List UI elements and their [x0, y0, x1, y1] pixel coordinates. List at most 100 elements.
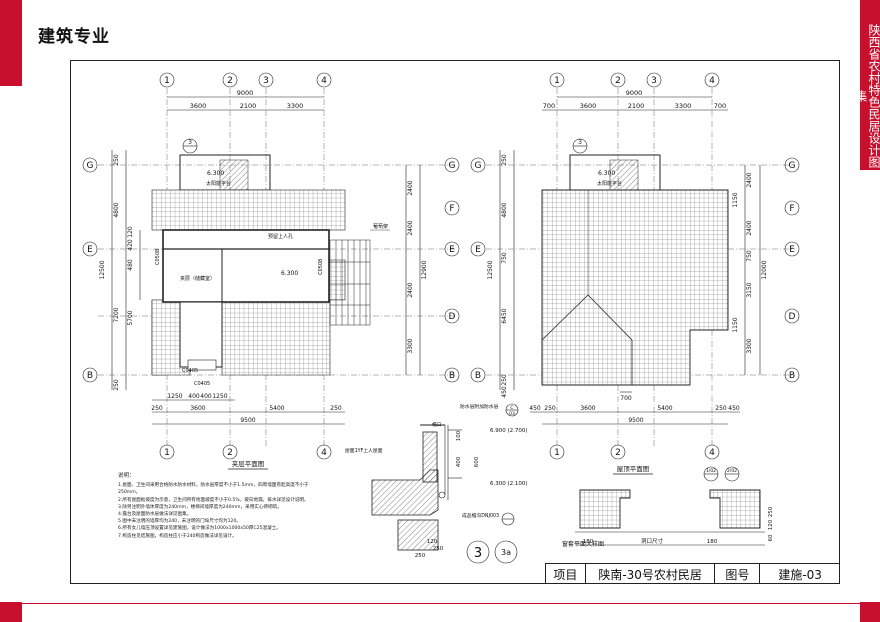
- svg-text:6.300: 6.300: [207, 170, 224, 177]
- window-detail: [575, 489, 765, 546]
- svg-text:2: 2: [615, 76, 621, 86]
- drawing-no: 建施-03: [778, 567, 822, 582]
- left-brand-bar: [0, 0, 22, 86]
- left-plan-right-dims: [405, 165, 421, 375]
- left-roof-upper: [151, 189, 346, 231]
- note-line: 5.图中未注明的墙厚均为240，未注明的门垛尺寸均为120。: [118, 519, 241, 525]
- svg-text:1250: 1250: [167, 393, 182, 400]
- svg-text:2100: 2100: [628, 102, 645, 110]
- svg-text:预留上人孔: 预留上人孔: [268, 233, 293, 240]
- svg-text:檐口: 檐口: [432, 421, 442, 428]
- svg-text:太阳能平台: 太阳能平台: [206, 180, 231, 187]
- svg-text:1/02: 1/02: [706, 468, 716, 474]
- svg-text:2: 2: [227, 448, 233, 458]
- svg-text:12000: 12000: [761, 260, 768, 279]
- svg-text:C0508: C0508: [318, 259, 324, 275]
- note-line: 3.除另注明外墙体厚度为240mm，楼梯间墙厚度为240mm，采用实心砖砌筑。: [118, 504, 282, 510]
- svg-text:B: B: [475, 371, 481, 381]
- svg-text:防水层附加防水层: 防水层附加防水层: [460, 403, 499, 410]
- svg-text:480: 480: [127, 259, 134, 271]
- svg-text:60: 60: [768, 534, 774, 541]
- bottom-left-bar: [0, 602, 22, 622]
- svg-text:250: 250: [768, 506, 774, 517]
- left-roof-lower: [221, 299, 331, 376]
- right-bottom-dims: [530, 411, 740, 425]
- svg-text:E: E: [87, 245, 93, 255]
- svg-text:4: 4: [709, 76, 715, 86]
- svg-text:E: E: [475, 245, 481, 255]
- svg-text:4800: 4800: [501, 202, 508, 217]
- svg-text:6.900 (2.700): 6.900 (2.700): [490, 428, 528, 434]
- note-line: 6.所有女儿墙压顶设置详见建施图，设计做法为1000x1000x50厚C25混凝…: [118, 526, 281, 532]
- svg-text:屋面1YF上人屋面: 屋面1YF上人屋面: [345, 447, 383, 454]
- svg-text:3300: 3300: [675, 102, 692, 110]
- svg-text:太阳能平台: 太阳能平台: [597, 180, 622, 187]
- svg-text:750: 750: [746, 250, 753, 262]
- svg-text:5700: 5700: [127, 310, 134, 325]
- svg-text:B: B: [789, 371, 795, 381]
- svg-text:G: G: [789, 161, 796, 171]
- svg-text:9500: 9500: [628, 417, 643, 424]
- eave-section: [371, 424, 446, 551]
- svg-text:120: 120: [768, 519, 774, 530]
- svg-text:3: 3: [578, 139, 582, 146]
- svg-text:12500: 12500: [487, 260, 494, 279]
- page-heading: 建筑专业: [38, 27, 110, 47]
- svg-text:4800: 4800: [113, 202, 120, 217]
- svg-text:180: 180: [583, 539, 594, 545]
- note-line: 2.所有屋面板坡度为示意，卫生间所有地面坡度不小于0.5%，坡向地漏，排水详见设…: [118, 497, 309, 503]
- svg-text:F: F: [789, 204, 794, 214]
- svg-text:G: G: [87, 161, 94, 171]
- svg-text:400: 400: [188, 393, 200, 400]
- right-roof-tiles: [541, 189, 729, 386]
- callout-3: [466, 540, 490, 564]
- svg-text:450: 450: [529, 405, 541, 412]
- svg-text:9000: 9000: [626, 89, 643, 97]
- svg-text:700: 700: [714, 102, 726, 110]
- svg-text:C0508: C0508: [155, 249, 161, 265]
- left-bottom-dims: [152, 399, 345, 425]
- svg-text:6450: 6450: [501, 308, 508, 323]
- right-top-dims: [542, 96, 728, 111]
- svg-text:D: D: [789, 312, 796, 322]
- bottom-right-bar: [860, 602, 880, 622]
- svg-text:3600: 3600: [190, 102, 207, 110]
- drawing-no-label: 图号: [715, 564, 761, 584]
- svg-text:3: 3: [651, 76, 657, 86]
- svg-text:250: 250: [544, 405, 556, 412]
- svg-text:400: 400: [200, 393, 212, 400]
- svg-text:750: 750: [501, 252, 508, 264]
- svg-text:2400: 2400: [407, 282, 414, 297]
- svg-text:1150: 1150: [732, 192, 739, 207]
- left-room-walls: [162, 229, 330, 303]
- project-label: 项目: [546, 564, 586, 584]
- svg-text:2400: 2400: [407, 220, 414, 235]
- svg-text:450: 450: [728, 405, 740, 412]
- svg-text:9500: 9500: [240, 417, 255, 424]
- svg-text:B: B: [449, 371, 455, 381]
- svg-text:180: 180: [707, 539, 718, 545]
- svg-text:F: F: [449, 204, 454, 214]
- svg-text:6.300: 6.300: [281, 270, 298, 277]
- svg-text:3600: 3600: [580, 102, 597, 110]
- svg-text:E: E: [789, 245, 795, 255]
- svg-text:3150: 3150: [746, 282, 753, 297]
- svg-text:250: 250: [113, 379, 120, 391]
- svg-text:3: 3: [474, 546, 482, 561]
- svg-text:4: 4: [321, 448, 327, 458]
- note-line: 7.构造柱见结施图，构造柱应小于240构造做法详见设计。: [118, 533, 237, 539]
- svg-text:成品檐沟DNJ003: 成品檐沟DNJ003: [462, 512, 499, 519]
- svg-text:7200: 7200: [113, 307, 120, 322]
- svg-text:2100: 2100: [240, 102, 257, 110]
- svg-text:3600: 3600: [190, 405, 205, 412]
- svg-text:3300: 3300: [407, 338, 414, 353]
- svg-text:3: 3: [188, 139, 192, 146]
- svg-text:250: 250: [151, 405, 163, 412]
- svg-text:420: 420: [127, 239, 134, 251]
- svg-text:1: 1: [164, 76, 170, 86]
- svg-text:2/02: 2/02: [727, 468, 737, 474]
- notes-title: 说明：: [118, 473, 135, 479]
- svg-text:2: 2: [615, 448, 621, 458]
- svg-text:5400: 5400: [657, 405, 672, 412]
- svg-text:12500: 12500: [99, 260, 106, 279]
